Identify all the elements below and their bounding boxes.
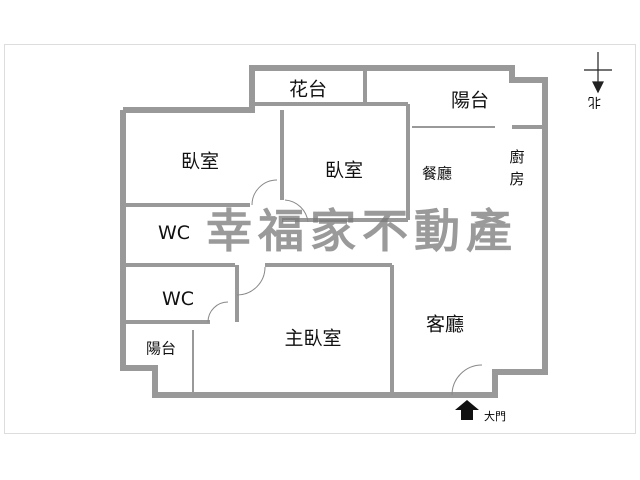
door-swing xyxy=(251,179,278,206)
room-kitchen: 廚 房 xyxy=(509,148,525,188)
door-swing xyxy=(236,266,266,296)
room-master-bedroom: 主臥室 xyxy=(284,327,342,350)
outer-wall xyxy=(120,65,548,398)
frame xyxy=(4,44,636,434)
door-swing xyxy=(207,301,229,323)
room-flower-terrace: 花台 xyxy=(288,78,328,101)
room-dining: 餐廳 xyxy=(421,164,453,183)
entrance-arrow-icon xyxy=(455,400,479,420)
room-bedroom-1: 臥室 xyxy=(180,150,220,173)
room-balcony-top: 陽台 xyxy=(450,89,490,112)
door-swing xyxy=(284,199,309,223)
room-wc-2: WC xyxy=(161,288,195,310)
room-balcony-left: 陽台 xyxy=(145,339,177,358)
room-wc-1: WC xyxy=(157,222,191,244)
watermark: 幸福家不動產 xyxy=(206,204,518,258)
compass-north-label: 北 xyxy=(588,94,602,109)
room-living: 客廳 xyxy=(425,313,465,336)
entrance-label: 大門 xyxy=(484,410,506,423)
door-swing xyxy=(451,364,483,396)
compass-icon xyxy=(584,52,612,94)
room-bedroom-2: 臥室 xyxy=(324,159,364,182)
